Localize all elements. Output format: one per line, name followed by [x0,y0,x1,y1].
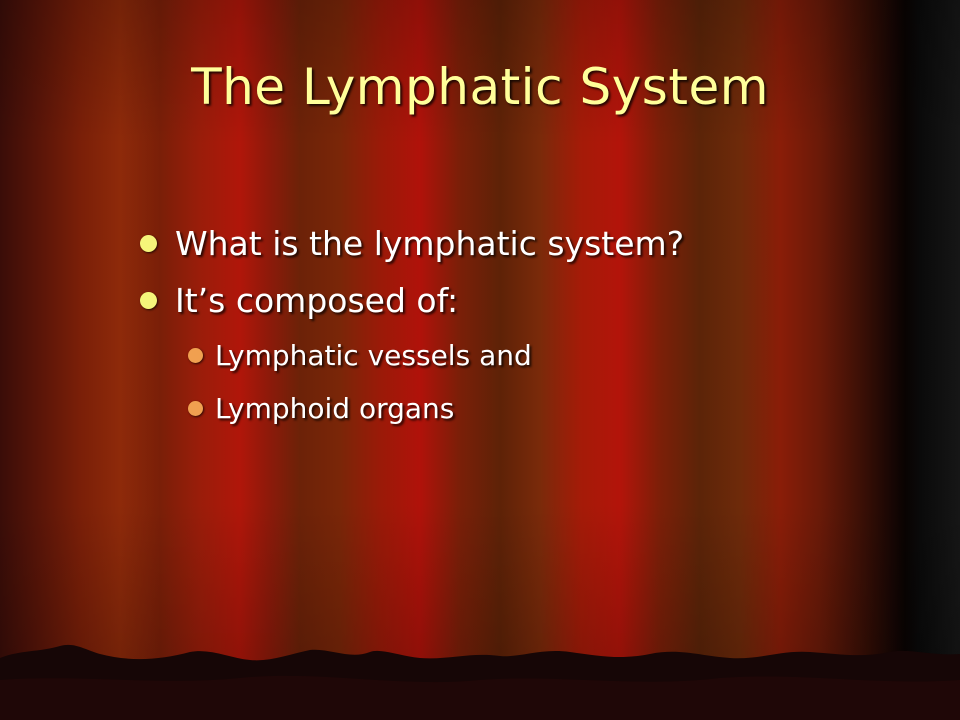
bullet-text: It’s composed of: [175,281,459,320]
slide-title: The Lymphatic System [191,58,769,116]
bullet-text: What is the lymphatic system? [175,224,685,263]
bullet-item: What is the lymphatic system? [140,215,684,272]
bullet-list: What is the lymphatic system? It’s compo… [140,215,684,435]
curtain-hem-shadow [0,644,960,720]
sub-bullet-dot-icon [188,348,203,363]
sub-bullet-item: Lymphatic vessels and [188,329,684,382]
sub-bullet-text: Lymphoid organs [215,392,455,425]
sub-bullet-text: Lymphatic vessels and [215,339,532,372]
bullet-item: It’s composed of: [140,272,684,329]
bullet-dot-icon [140,235,157,252]
sub-bullet-item: Lymphoid organs [188,382,684,435]
bullet-dot-icon [140,292,157,309]
sub-bullet-dot-icon [188,401,203,416]
